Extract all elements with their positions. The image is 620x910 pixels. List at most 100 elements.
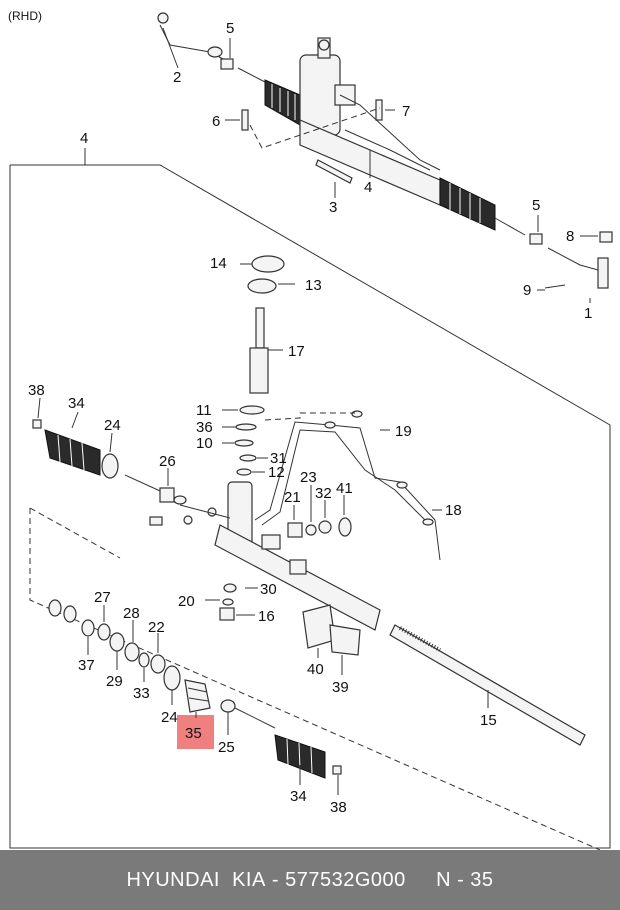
bellows-34-lower bbox=[274, 734, 326, 779]
ring-33 bbox=[138, 652, 150, 668]
nut-16 bbox=[219, 607, 235, 621]
ring-27 bbox=[97, 623, 111, 641]
inner-tie-rod-26 bbox=[124, 474, 187, 505]
ring-41 bbox=[338, 517, 352, 537]
callout-2: 2 bbox=[173, 69, 181, 86]
rack-15 bbox=[389, 624, 586, 746]
callout-31: 31 bbox=[270, 450, 287, 467]
inner-tie-rod-25 bbox=[220, 699, 276, 729]
ring-29 bbox=[109, 632, 125, 652]
tie-rod-end-left bbox=[157, 12, 226, 61]
callout-1: 1 bbox=[584, 305, 592, 322]
callout-19: 19 bbox=[395, 423, 412, 440]
seal-31 bbox=[239, 454, 257, 462]
assembly-frame bbox=[9, 164, 611, 849]
callout-24-upper: 24 bbox=[104, 417, 121, 434]
callout-29: 29 bbox=[106, 673, 123, 690]
seal-11 bbox=[239, 405, 265, 415]
footer-separator: - bbox=[265, 868, 286, 891]
callout-11: 11 bbox=[196, 402, 212, 419]
tie-rod-end-right bbox=[547, 231, 613, 289]
callout-36: 36 bbox=[196, 419, 213, 436]
dust-boot-35 bbox=[184, 679, 211, 713]
callout-25: 25 bbox=[218, 739, 235, 756]
callout-4-frame: 4 bbox=[80, 130, 88, 147]
clip-38-upper bbox=[32, 419, 42, 429]
callout-9: 9 bbox=[523, 282, 531, 299]
inner-tie-rod-right bbox=[494, 217, 526, 236]
callout-37: 37 bbox=[78, 657, 95, 674]
callout-30: 30 bbox=[260, 581, 277, 598]
seal-12 bbox=[236, 468, 252, 476]
gear-housing-top bbox=[299, 37, 356, 136]
callout-40: 40 bbox=[307, 661, 324, 678]
variant-label: (RHD) bbox=[8, 9, 42, 23]
callout-34-upper: 34 bbox=[68, 395, 85, 412]
parts-diagram: (RHD) 1 2 3 4 4 5 5 6 7 8 9 14 13 17 11 … bbox=[8, 9, 613, 850]
seal-10 bbox=[234, 439, 254, 447]
callout-26: 26 bbox=[159, 453, 176, 470]
highlight-box bbox=[177, 715, 214, 749]
footer-part-number: 577532G000 bbox=[285, 868, 406, 891]
callout-3: 3 bbox=[329, 199, 337, 216]
callout-7: 7 bbox=[402, 103, 410, 120]
bellows-34-left bbox=[44, 429, 101, 476]
callout-15: 15 bbox=[480, 712, 497, 729]
callout-22: 22 bbox=[148, 619, 165, 636]
footer-spacer bbox=[406, 869, 436, 892]
callout-27: 27 bbox=[94, 589, 111, 606]
inner-tie-rod bbox=[237, 67, 266, 83]
callout-5-right: 5 bbox=[532, 197, 540, 214]
bushing-13 bbox=[247, 278, 277, 294]
plate-3 bbox=[315, 159, 353, 184]
callout-28: 28 bbox=[123, 605, 140, 622]
part-info-footer: HYUNDAI KIA - 577532G000 N - 35 bbox=[0, 850, 620, 910]
ring-22 bbox=[150, 654, 166, 674]
pipe-19 bbox=[254, 421, 441, 561]
callout-20: 20 bbox=[178, 593, 195, 610]
callout-38-lower: 38 bbox=[330, 799, 347, 816]
bolt-6 bbox=[241, 109, 249, 131]
callout-34-lower: 34 bbox=[290, 788, 307, 805]
lock-nut-left bbox=[220, 58, 234, 70]
callout-6: 6 bbox=[212, 113, 220, 130]
clip-38-lower bbox=[332, 765, 342, 775]
callout-12: 12 bbox=[268, 464, 285, 481]
washer-30 bbox=[223, 583, 237, 593]
callout-10: 10 bbox=[196, 435, 213, 452]
fluid-pipe-top bbox=[339, 94, 441, 171]
bellows-top-right bbox=[439, 177, 496, 231]
washer-20 bbox=[222, 598, 234, 606]
bracket-39 bbox=[329, 624, 361, 656]
callout-5-left: 5 bbox=[226, 20, 234, 37]
callout-35: 35 bbox=[185, 725, 202, 742]
callout-8: 8 bbox=[566, 228, 574, 245]
callout-21: 21 bbox=[284, 489, 301, 506]
lock-nut-right bbox=[529, 233, 543, 245]
callout-33: 33 bbox=[133, 685, 150, 702]
footer-brand: HYUNDAI KIA bbox=[126, 868, 266, 891]
ring-32 bbox=[318, 520, 332, 534]
ring-28 bbox=[124, 642, 140, 662]
callout-38-upper: 38 bbox=[28, 382, 45, 399]
bellows-top-left bbox=[264, 79, 301, 126]
callout-17: 17 bbox=[288, 343, 305, 360]
callout-18: 18 bbox=[445, 502, 462, 519]
callout-39: 39 bbox=[332, 679, 349, 696]
callout-23: 23 bbox=[300, 469, 317, 486]
bushing-21 bbox=[287, 522, 303, 538]
callout-41: 41 bbox=[336, 480, 353, 497]
callout-14: 14 bbox=[210, 255, 227, 272]
callout-13: 13 bbox=[305, 277, 322, 294]
ring-23 bbox=[305, 524, 317, 536]
clamp-24-lower bbox=[163, 665, 181, 691]
pinion-shaft-17 bbox=[249, 307, 269, 394]
callout-16: 16 bbox=[258, 608, 275, 625]
clamp-24-upper bbox=[101, 453, 119, 479]
footer-ref-label: N - 35 bbox=[436, 868, 494, 891]
bolt-7 bbox=[375, 99, 383, 121]
callout-4-top: 4 bbox=[364, 179, 372, 196]
callout-32: 32 bbox=[315, 485, 332, 502]
seal-36 bbox=[235, 423, 257, 431]
callout-24-lower: 24 bbox=[161, 709, 178, 726]
